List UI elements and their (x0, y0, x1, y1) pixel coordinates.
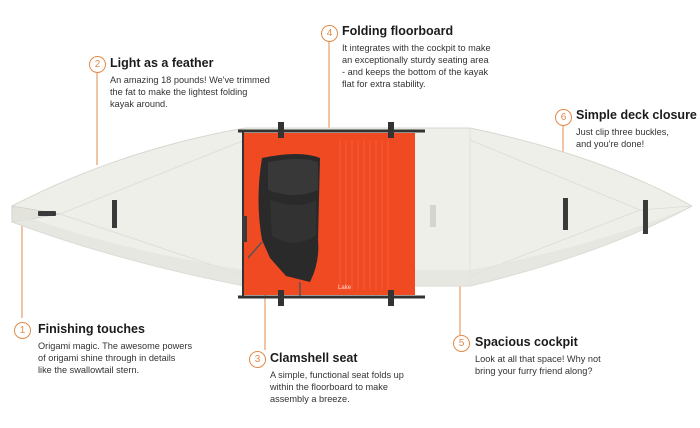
callout-description: It integrates with the cockpit to make a… (342, 43, 491, 89)
callout-title: Folding floorboard (342, 24, 454, 38)
callout-title: Clamshell seat (270, 351, 358, 365)
callout-number-3: 3 (249, 351, 266, 368)
callout-title: Light as a feather (110, 56, 214, 70)
callout-title: Finishing touches (38, 322, 145, 336)
callout-number-4: 4 (321, 25, 338, 42)
callout-title: Simple deck closure (576, 108, 697, 122)
callout-number-5: 5 (453, 335, 470, 352)
callout-description: A simple, functional seat folds up withi… (270, 370, 404, 404)
callout-description: Just clip three buckles, and you're done… (576, 127, 669, 149)
buckle-straps (38, 198, 648, 242)
callout-description: An amazing 18 pounds! We've trimmed the … (110, 75, 270, 109)
callout-number-1: 1 (14, 322, 31, 339)
floorboard-logo: Lake (338, 285, 352, 291)
callout-number-6: 6 (555, 109, 572, 126)
callout-description: Origami magic. The awesome powers of ori… (38, 341, 193, 375)
clamshell-seat (247, 154, 320, 296)
callout-description: Look at all that space! Why not bring yo… (475, 354, 601, 376)
callout-number-2: 2 (89, 56, 106, 73)
callout-title: Spacious cockpit (475, 335, 578, 349)
